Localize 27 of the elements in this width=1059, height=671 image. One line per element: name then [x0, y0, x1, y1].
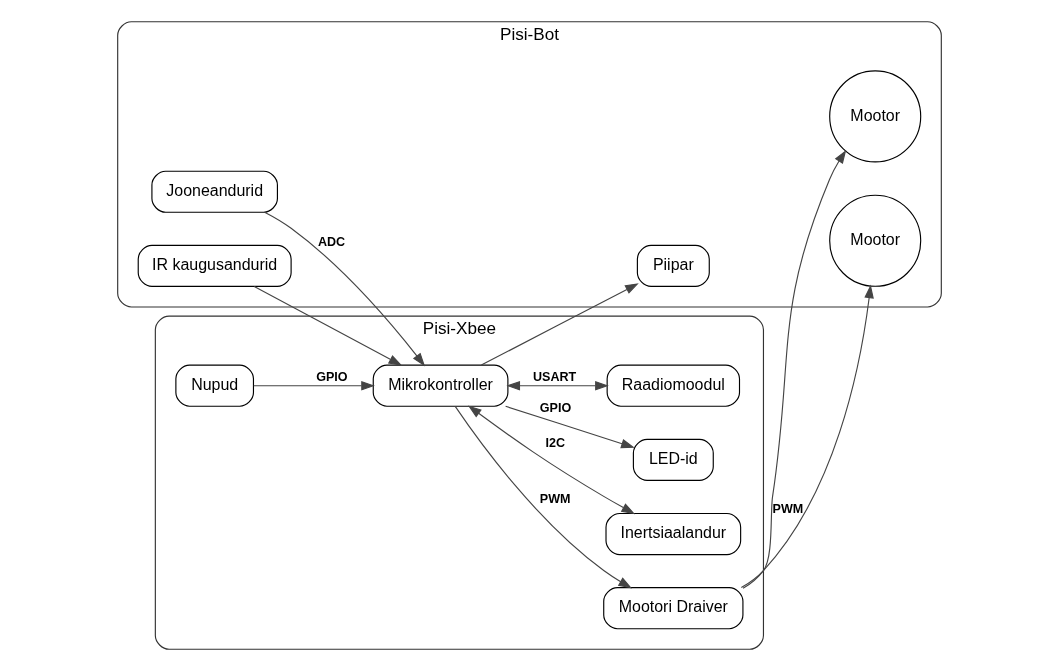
node-box: Inertsiaalandur	[605, 512, 742, 556]
arrow	[454, 405, 633, 589]
node-box: Mikrokontroller	[372, 364, 509, 407]
edge-label: PWM	[772, 502, 804, 517]
edge-label: USART	[532, 369, 577, 384]
arrow	[253, 285, 403, 366]
node-circle: Mootor	[829, 194, 922, 287]
node-box: Nupud	[175, 364, 255, 407]
arrow	[505, 405, 635, 449]
arrow	[480, 283, 639, 366]
node-box: Mootori Draiver	[603, 587, 744, 630]
node-box: Piipar	[636, 244, 710, 287]
arrow	[506, 380, 609, 391]
edge-label: ADC	[317, 235, 346, 250]
node-box: LED-id	[632, 438, 714, 481]
arrow	[742, 149, 847, 589]
node-box: IR kaugusandurid	[137, 244, 292, 287]
arrow	[253, 380, 375, 391]
edge-label: GPIO	[539, 400, 572, 415]
edge-label: I2C	[545, 436, 566, 451]
node-box: Raadiomoodul	[606, 364, 741, 407]
arrow	[467, 405, 636, 515]
edge-label: GPIO	[316, 369, 348, 384]
arrow	[264, 211, 426, 367]
node-box: Jooneandurid	[151, 170, 278, 213]
edge-label: PWM	[539, 491, 571, 506]
arrow	[740, 284, 874, 589]
